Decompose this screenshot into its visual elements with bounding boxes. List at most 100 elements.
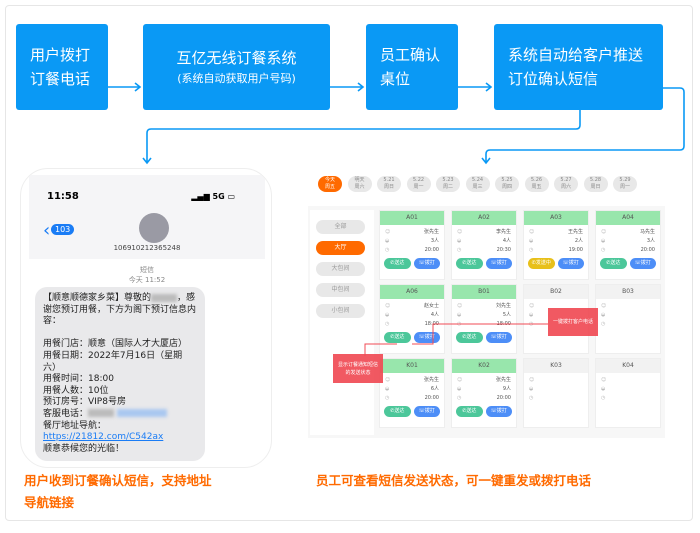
table-card[interactable]: K04☺◒◷ (595, 358, 661, 428)
date-label: 明天 (354, 177, 365, 183)
sms-status-button[interactable]: ✆送达 (384, 406, 411, 417)
table-time: 18:00 (424, 321, 439, 327)
table-name: 张先生 (423, 229, 439, 235)
network-label: 5G (212, 192, 225, 201)
back-chevron-icon[interactable]: ‹ (43, 220, 51, 241)
sms-line: 用餐时间：18:00 (43, 374, 114, 385)
table-id: A03 (524, 211, 588, 225)
sms-status-button[interactable]: ✆送达 (384, 332, 411, 343)
redacted-phone (116, 409, 167, 418)
table-people: 3人 (430, 238, 439, 244)
redacted (88, 409, 115, 418)
call-button[interactable]: ☏拨打 (485, 332, 512, 343)
status-label: 发送中 (535, 260, 551, 266)
time-icon: ◷ (457, 395, 462, 401)
area-filter[interactable]: 中包间 (316, 283, 365, 297)
call-button[interactable]: ☏拨打 (485, 406, 512, 417)
annotation-status: 显示订餐通知短信的发送状态 (333, 354, 383, 383)
area-filter[interactable]: 大厅 (316, 241, 365, 255)
table-card[interactable]: K02☺张先生◒9人◷20:00✆送达☏拨打 (451, 358, 517, 428)
call-button[interactable]: ☏拨打 (413, 332, 440, 343)
table-name: 马先生 (639, 229, 655, 235)
table-people: 6人 (430, 386, 439, 392)
area-filter[interactable]: 大包间 (316, 262, 365, 276)
table-card[interactable]: B03☺◒◷ (595, 284, 661, 354)
status-label: 送达 (394, 408, 405, 414)
date-label: 5.22 (412, 177, 425, 183)
time-icon: ◷ (529, 395, 534, 401)
table-name: 赵女士 (423, 303, 439, 309)
table-people: 5人 (502, 312, 511, 318)
table-id: B03 (596, 285, 660, 299)
sms-status-button[interactable]: ✆送达 (600, 258, 627, 269)
table-name: 张先生 (495, 377, 511, 383)
table-card[interactable]: B01☺刘先生◒5人◷18:00✆送达☏拨打 (451, 284, 517, 354)
time-icon: ◷ (601, 395, 606, 401)
name-icon: ☺ (457, 377, 463, 383)
sender-number[interactable]: 106910212365248 (113, 244, 181, 252)
call-label: 拨打 (424, 260, 435, 266)
table-card[interactable]: A06☺赵女士◒4人◷18:00✆送达☏拨打 (379, 284, 445, 354)
sms-status-button[interactable]: ✆送达 (456, 258, 483, 269)
table-card[interactable]: A03☺王先生◒2人◷19:00✆发送中☏拨打 (523, 210, 589, 280)
date-label: 5.25 (501, 177, 513, 183)
call-label: 拨打 (496, 408, 507, 414)
people-icon: ◒ (385, 312, 390, 318)
sms-line: 预订房号：VIP8号房 (43, 397, 126, 408)
sms-status-button[interactable]: ✆送达 (384, 258, 411, 269)
call-button[interactable]: ☏拨打 (413, 406, 440, 417)
flow-step-confirm: 员工确认桌位 (366, 24, 458, 110)
call-button[interactable]: ☏拨打 (629, 258, 656, 269)
unread-badge[interactable]: 103 (51, 224, 75, 235)
sms-line: 餐厅地址导航： (43, 420, 107, 431)
sms-status-button[interactable]: ✆发送中 (528, 258, 555, 269)
time-icon: ◷ (385, 321, 390, 327)
redacted (151, 293, 178, 302)
call-button[interactable]: ☏拨打 (485, 258, 512, 269)
date-label: 5.28 (589, 177, 602, 183)
nav-link[interactable]: https://21812.com/C542ax (43, 432, 164, 443)
table-id: K02 (452, 359, 516, 373)
table-card[interactable]: A01☺张先生◒3人◷20:00✆送达☏拨打 (379, 210, 445, 280)
date-tab[interactable]: 今天周五 (318, 176, 342, 192)
table-id: A02 (452, 211, 516, 225)
call-button[interactable]: ☏拨打 (413, 258, 440, 269)
table-card[interactable]: A02☺李先生◒4人◷20:30✆送达☏拨打 (451, 210, 517, 280)
sms-line: 用餐门店：顺意（国际人才大厦店） (43, 339, 188, 350)
table-card[interactable]: K03☺◒◷ (523, 358, 589, 428)
table-time: 20:00 (496, 395, 511, 401)
call-label: 拨打 (568, 260, 579, 266)
call-button[interactable]: ☏拨打 (557, 258, 584, 269)
weekday-label: 周五 (531, 184, 542, 190)
weekday-label: 周二 (442, 184, 453, 190)
annotation-connectors (364, 323, 548, 356)
sms-status-button[interactable]: ✆送达 (456, 332, 483, 343)
name-icon: ☺ (601, 229, 607, 235)
table-time: 20:00 (424, 247, 439, 253)
message-type: 短信 (140, 266, 154, 274)
name-icon: ☺ (529, 377, 535, 383)
sms-bubble: 【顺意顺德家乡菜】尊敬的，感谢您预订用餐，下方为阁下预订信息内容： 用餐门店：顺… (35, 287, 205, 462)
date-tab[interactable]: 明天周六 (347, 176, 372, 192)
table-id: K01 (380, 359, 444, 373)
people-icon: ◒ (529, 386, 534, 392)
time-icon: ◷ (457, 247, 462, 253)
table-card[interactable]: K01☺张先生◒6人◷20:00✆送达☏拨打 (379, 358, 445, 428)
flow-step-call: 用户拨打订餐电话 (16, 24, 108, 110)
area-filter[interactable]: 全部 (316, 220, 365, 234)
sms-status-button[interactable]: ✆送达 (456, 406, 483, 417)
table-card[interactable]: A04☺马先生◒3人◷20:00✆送达☏拨打 (595, 210, 661, 280)
weekday-label: 周五 (324, 184, 335, 190)
area-filter[interactable]: 小包间 (316, 304, 365, 318)
